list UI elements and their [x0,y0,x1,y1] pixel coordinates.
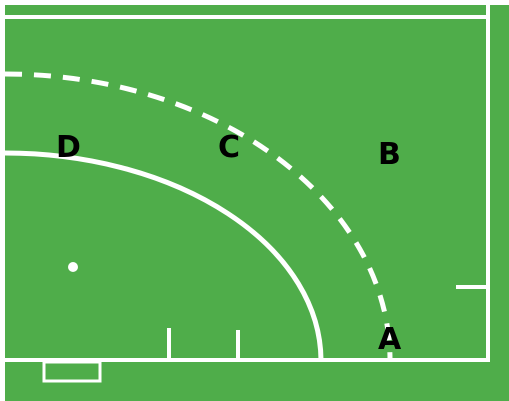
top-edge [0,0,509,5]
goal-box [42,360,102,383]
zone-label-c: C [218,130,241,165]
zone-label-d: D [56,130,81,165]
grass-surface [5,0,509,401]
dashed-arc [4,71,393,361]
zone-label-a: A [378,322,402,357]
zone-label-b: B [378,137,401,172]
shooting-circle-arc [4,150,324,361]
penalty-spot [68,262,78,272]
